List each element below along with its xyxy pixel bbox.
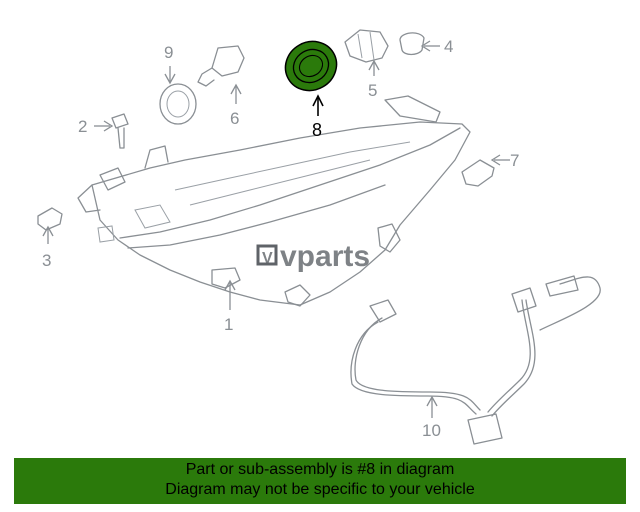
footer-banner: Part or sub-assembly is #8 in diagram Di…	[14, 458, 626, 504]
callout-8: 8	[312, 94, 324, 140]
svg-text:2: 2	[78, 117, 87, 136]
callout-4: 4	[420, 37, 453, 56]
svg-text:8: 8	[312, 120, 322, 140]
callout-9: 9	[164, 43, 176, 85]
screw-part-2[interactable]	[111, 113, 129, 149]
svg-text:vparts: vparts	[280, 240, 370, 273]
bulb-part-5[interactable]	[344, 29, 389, 63]
svg-text:4: 4	[444, 37, 453, 56]
svg-text:6: 6	[230, 109, 239, 128]
svg-text:10: 10	[422, 421, 441, 440]
seal-ring-part-8[interactable]	[276, 32, 345, 100]
svg-text:3: 3	[42, 251, 51, 270]
seal-ring-part-9[interactable]	[159, 83, 197, 125]
vparts-watermark: V vparts	[256, 240, 370, 273]
headlamp-assembly[interactable]	[77, 95, 471, 307]
wiring-harness-part-10[interactable]	[350, 275, 601, 445]
footer-line-1: Part or sub-assembly is #8 in diagram	[185, 461, 455, 478]
svg-text:9: 9	[164, 43, 173, 62]
callout-7: 7	[490, 151, 519, 170]
footer-line-2: Diagram may not be specific to your vehi…	[165, 481, 475, 498]
bulb-part-7[interactable]	[461, 159, 495, 187]
parts-diagram: 1 2 3 4 5 6 7 8 9 10	[37, 29, 601, 445]
callout-1: 1	[224, 279, 236, 334]
cap-part-4[interactable]	[399, 32, 425, 56]
callout-5: 5	[368, 59, 380, 100]
callout-3: 3	[42, 225, 54, 270]
svg-text:V: V	[262, 250, 273, 267]
clip-part-3[interactable]	[37, 207, 63, 231]
callout-6: 6	[230, 83, 242, 128]
callout-2: 2	[78, 117, 114, 136]
svg-text:1: 1	[224, 315, 233, 334]
svg-text:7: 7	[510, 151, 519, 170]
callout-10: 10	[422, 395, 441, 440]
bulb-part-6[interactable]	[197, 45, 245, 87]
svg-text:5: 5	[368, 81, 377, 100]
